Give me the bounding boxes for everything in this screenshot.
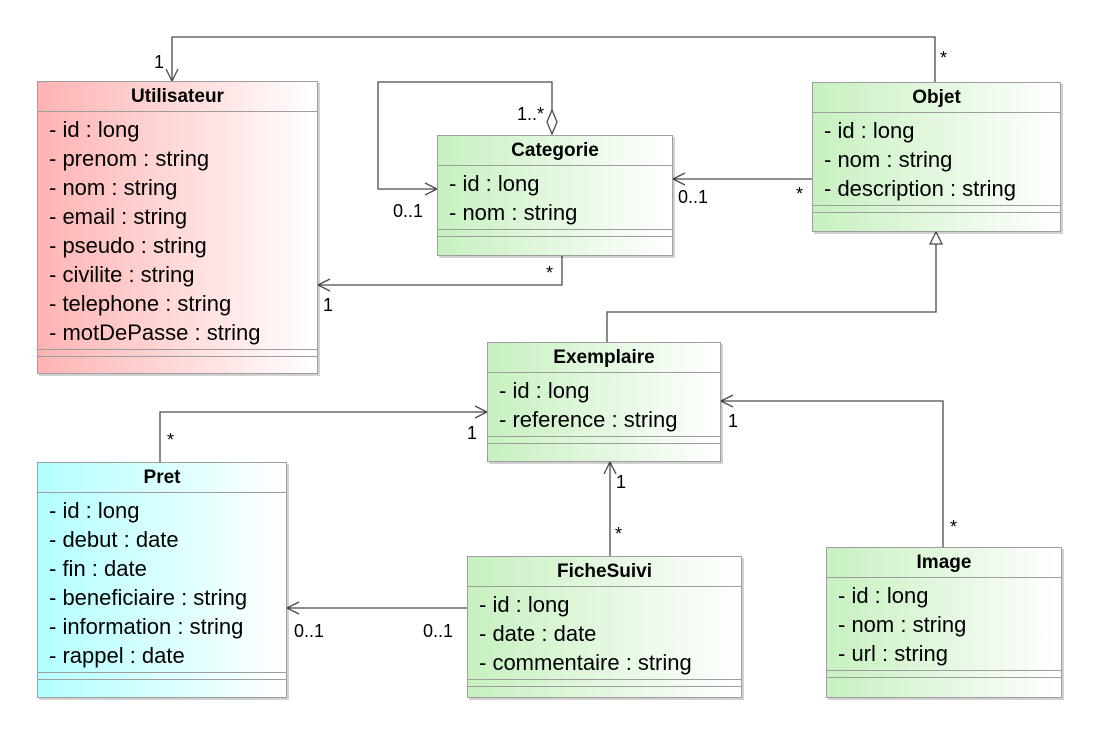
- association-objet-utilisateur: [171, 36, 936, 82]
- operations-compartment: [38, 672, 286, 679]
- multiplicity-label: *: [167, 430, 175, 450]
- class-fichesuivi[interactable]: FicheSuivi - id : long - date : date - c…: [467, 556, 742, 698]
- attribute: - id : long: [499, 378, 590, 403]
- multiplicity-label: 1: [467, 423, 478, 443]
- association-categorie-self: [377, 81, 553, 190]
- class-exemplaire[interactable]: Exemplaire - id : long - reference : str…: [487, 342, 721, 462]
- attribute-list: - id : long - nom : string - url : strin…: [827, 578, 1061, 670]
- attribute: - id : long: [479, 592, 570, 617]
- attribute-list: - id : long - reference : string: [488, 373, 720, 436]
- arrowhead-open: [671, 172, 686, 186]
- compartment-divider: [827, 677, 1061, 684]
- class-image[interactable]: Image - id : long - nom : string - url :…: [826, 547, 1062, 698]
- class-pret[interactable]: Pret - id : long - debut : date - fin : …: [37, 462, 287, 698]
- attribute: - id : long: [449, 171, 540, 196]
- multiplicity-label: 0..1: [294, 621, 325, 641]
- attribute: - url : string: [838, 641, 949, 666]
- association-pret-exemplaire: [159, 411, 487, 462]
- multiplicity-label: *: [796, 184, 804, 204]
- attribute: - id : long: [49, 117, 140, 142]
- compartment-divider: [468, 686, 741, 693]
- class-name: Exemplaire: [488, 343, 720, 373]
- attribute: - telephone : string: [49, 291, 232, 316]
- aggregation-diamond: [546, 108, 558, 136]
- multiplicity-label: *: [950, 517, 958, 537]
- attribute-list: - id : long - nom : string: [438, 166, 672, 229]
- attribute: - nom : string: [838, 612, 967, 637]
- operations-compartment: [827, 670, 1061, 677]
- compartment-divider: [38, 679, 286, 686]
- class-name: FicheSuivi: [468, 557, 741, 587]
- attribute: - debut : date: [49, 527, 179, 552]
- attribute-list: - id : long - debut : date - fin : date …: [38, 493, 286, 672]
- multiplicity-label: 1: [728, 411, 739, 431]
- attribute: - reference : string: [499, 407, 678, 432]
- attribute-list: - id : long - date : date - commentaire …: [468, 587, 741, 679]
- multiplicity-label: 0..1: [678, 187, 709, 207]
- attribute: - nom : string: [824, 147, 953, 172]
- attribute: - description : string: [824, 176, 1016, 201]
- operations-compartment: [488, 436, 720, 443]
- operations-compartment: [813, 205, 1060, 212]
- compartment-divider: [438, 236, 672, 243]
- multiplicity-label: 1..*: [517, 104, 545, 124]
- attribute: - nom : string: [449, 200, 578, 225]
- compartment-divider: [38, 356, 317, 363]
- class-name: Image: [827, 548, 1061, 578]
- multiplicity-label: *: [940, 48, 948, 68]
- multiplicity-label: 1: [323, 295, 334, 315]
- attribute: - civilite : string: [49, 262, 195, 287]
- attribute: - prenom : string: [49, 146, 210, 171]
- class-name: Pret: [38, 463, 286, 493]
- class-name: Objet: [813, 83, 1060, 113]
- generalization-triangle: [928, 230, 944, 245]
- class-name: Categorie: [438, 136, 672, 166]
- attribute-list: - id : long - nom : string - description…: [813, 113, 1060, 205]
- attribute: - fin : date: [49, 556, 147, 581]
- arrowhead-open: [285, 601, 300, 615]
- operations-compartment: [38, 349, 317, 356]
- class-objet[interactable]: Objet - id : long - nom : string - descr…: [812, 82, 1061, 232]
- class-utilisateur[interactable]: Utilisateur - id : long - prenom : strin…: [37, 81, 318, 374]
- association-image-exemplaire: [721, 400, 944, 547]
- attribute: - commentaire : string: [479, 650, 692, 675]
- arrowhead-open: [603, 460, 617, 475]
- attribute: - date : date: [479, 621, 597, 646]
- arrowhead-open: [719, 394, 734, 408]
- attribute: - motDePasse : string: [49, 320, 261, 345]
- multiplicity-label: 0..1: [423, 621, 454, 641]
- attribute: - nom : string: [49, 175, 178, 200]
- attribute: - pseudo : string: [49, 233, 207, 258]
- attribute: - id : long: [49, 498, 140, 523]
- generalization-exemplaire-objet: [606, 244, 937, 342]
- compartment-divider: [813, 212, 1060, 219]
- attribute-list: - id : long - prenom : string - nom : st…: [38, 112, 317, 349]
- multiplicity-label: 0..1: [393, 201, 424, 221]
- multiplicity-label: 1: [616, 472, 627, 492]
- multiplicity-label: 1: [154, 52, 165, 72]
- attribute: - id : long: [824, 118, 915, 143]
- multiplicity-label: *: [546, 263, 554, 283]
- attribute: - email : string: [49, 204, 188, 229]
- attribute: - beneficiaire : string: [49, 585, 248, 610]
- arrowhead-open: [316, 278, 331, 292]
- attribute: - rappel : date: [49, 643, 185, 668]
- class-categorie[interactable]: Categorie - id : long - nom : string: [437, 135, 673, 256]
- operations-compartment: [468, 679, 741, 686]
- operations-compartment: [438, 229, 672, 236]
- class-name: Utilisateur: [38, 82, 317, 112]
- compartment-divider: [488, 443, 720, 450]
- attribute: - information : string: [49, 614, 244, 639]
- multiplicity-label: *: [615, 524, 623, 544]
- attribute: - id : long: [838, 583, 929, 608]
- association-categorie-utilisateur: [318, 256, 563, 286]
